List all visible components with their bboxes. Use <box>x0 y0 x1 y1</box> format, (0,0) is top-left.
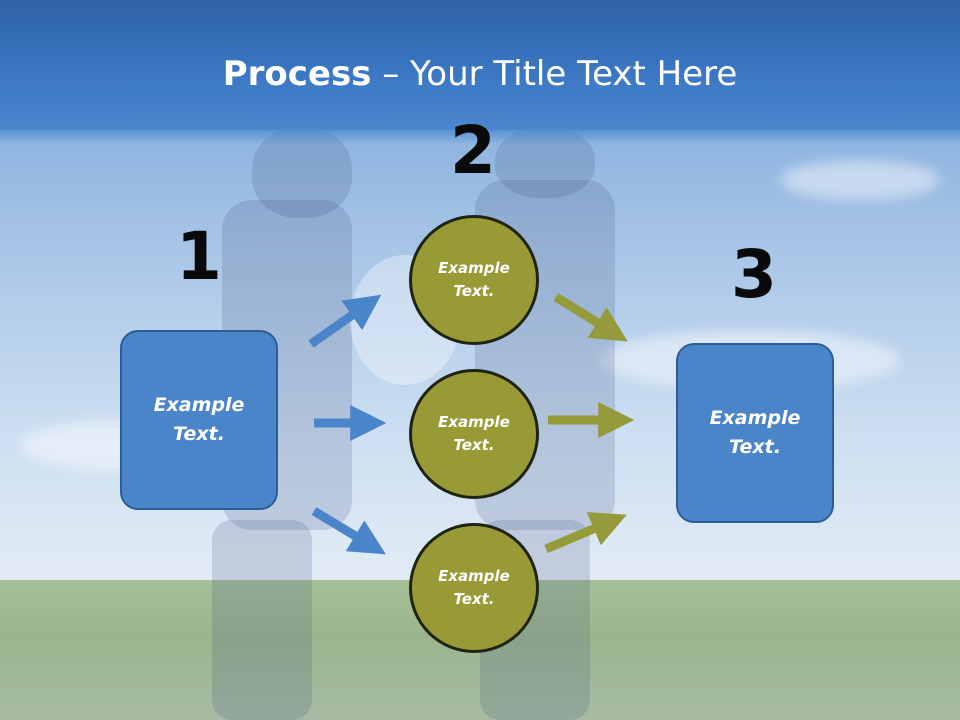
step-number-2: 2 <box>450 112 496 189</box>
title-bold: Process <box>222 54 372 94</box>
background-child-legs <box>212 520 312 720</box>
arrow-to-circle-1 <box>308 294 382 348</box>
circle-1-label: Example Text. <box>438 259 510 300</box>
process-circle-1: Example Text. <box>409 215 539 345</box>
title-banner <box>0 0 960 144</box>
step-number-1: 1 <box>176 218 222 295</box>
input-box: Example Text. <box>120 330 278 510</box>
input-box-label: Example Text. <box>153 394 245 445</box>
process-circle-3: Example Text. <box>409 523 539 653</box>
circle-2-label: Example Text. <box>438 413 510 454</box>
cloud <box>780 160 940 200</box>
arrow-from-circle-1 <box>553 293 628 342</box>
arrow-to-circle-3 <box>311 507 386 555</box>
arrow-from-circle-3 <box>544 512 627 554</box>
output-box-label: Example Text. <box>709 407 801 458</box>
process-circle-2: Example Text. <box>409 369 539 499</box>
circle-3-label: Example Text. <box>438 567 510 608</box>
title-rest: – Your Title Text Here <box>371 54 738 94</box>
slide-title: Process – Your Title Text Here <box>0 52 960 96</box>
output-box: Example Text. <box>676 343 834 523</box>
step-number-3: 3 <box>731 236 777 313</box>
